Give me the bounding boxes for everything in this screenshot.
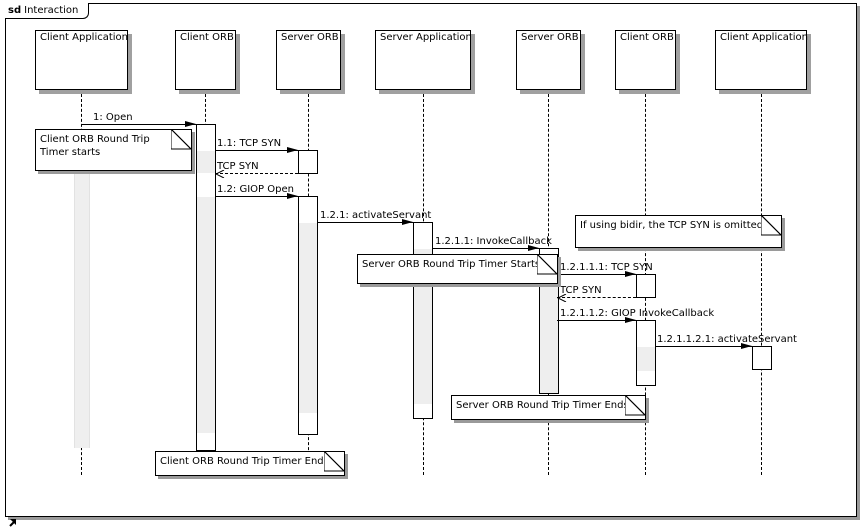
activation-client-orb-2-a[interactable] (636, 274, 656, 298)
activation-shade (197, 197, 215, 433)
shortcut-arrow-icon[interactable] (9, 518, 17, 530)
note-fold-icon (324, 451, 345, 472)
activation-shade (299, 223, 317, 413)
note-server-orb-timer-starts[interactable]: Server ORB Round Trip Timer Starts (357, 254, 558, 284)
open-arrowhead-icon (215, 170, 225, 178)
lifeline-label: Server ORB (281, 32, 339, 43)
note-fold-icon (537, 254, 558, 275)
message-tcp-syn-return-2[interactable] (557, 294, 636, 302)
arrowhead-icon (528, 245, 539, 251)
arrowhead-icon (402, 219, 413, 225)
lifeline-label: Client Application (720, 32, 809, 43)
note-fold-icon (761, 215, 782, 236)
note-client-orb-timer-starts[interactable]: Client ORB Round Trip Timer starts (35, 129, 192, 171)
activation-client-orb-1[interactable] (196, 124, 216, 451)
lifeline-label: Client Application (40, 32, 129, 43)
lifeline-label: Server Application (380, 32, 472, 43)
lifeline-label: Client ORB (180, 32, 234, 43)
message-tcp-syn-1[interactable] (215, 147, 298, 153)
activation-shade (197, 151, 215, 173)
message-label-giop-open: 1.2: GIOP Open (217, 184, 294, 195)
message-tcp-syn-2[interactable] (557, 271, 636, 277)
arrowhead-icon (287, 147, 298, 153)
note-server-orb-timer-ends[interactable]: Server ORB Round Trip Timer Ends (451, 395, 646, 420)
message-label-tcp-syn-return-2: TCP SYN (560, 285, 602, 296)
arrowhead-icon (185, 121, 196, 127)
arrowhead-icon (625, 271, 636, 277)
lifeline-label: Server ORB (521, 32, 579, 43)
arrowhead-icon (287, 193, 298, 199)
frame-name: Interaction (24, 5, 79, 16)
message-label-activate-servant-1: 1.2.1: activateServant (320, 210, 432, 221)
lifeline-label: Client ORB (620, 32, 674, 43)
message-label-open: 1: Open (93, 112, 133, 123)
note-text: Server ORB Round Trip Timer Ends (456, 400, 629, 411)
note-text: Client ORB Round Trip Timer starts (40, 134, 150, 158)
message-tcp-syn-return-1[interactable] (215, 170, 298, 178)
activation-server-orb-1-a[interactable] (298, 150, 318, 174)
note-fold-icon (625, 395, 646, 416)
message-giop-invoke-callback[interactable] (557, 317, 636, 323)
note-text: Server ORB Round Trip Timer Starts (362, 259, 541, 270)
message-activate-servant-2[interactable] (655, 343, 752, 349)
activation-shade (540, 275, 558, 393)
activation-shade (414, 249, 432, 404)
activation-server-orb-2[interactable] (539, 248, 559, 394)
message-label-tcp-syn-1: 1.1: TCP SYN (217, 138, 282, 149)
arrowhead-icon (625, 317, 636, 323)
lifeline-head-client-orb-2[interactable]: Client ORB (615, 30, 676, 90)
arrowhead-icon (741, 343, 752, 349)
message-label-activate-servant-2: 1.2.1.1.2.1: activateServant (657, 334, 797, 345)
message-open[interactable] (81, 121, 196, 127)
note-text: If using bidir, the TCP SYN is omitted. (580, 220, 767, 231)
ghost-activation-bar (74, 174, 90, 448)
lifeline-head-client-application-2[interactable]: Client Application (715, 30, 809, 90)
activation-server-application[interactable] (413, 222, 433, 419)
open-arrowhead-icon (557, 294, 567, 302)
message-giop-open[interactable] (215, 193, 298, 199)
lifeline-head-server-orb-2[interactable]: Server ORB (516, 30, 581, 90)
activation-client-orb-2-b[interactable] (636, 320, 656, 386)
message-activate-servant-1[interactable] (317, 219, 413, 225)
lifeline-head-client-application-1[interactable]: Client Application (35, 30, 128, 90)
message-label-tcp-syn-2: 1.2.1.1.1: TCP SYN (560, 262, 653, 273)
message-label-giop-invoke-callback: 1.2.1.1.2: GIOP InvokeCallback (560, 308, 715, 319)
note-bidir[interactable]: If using bidir, the TCP SYN is omitted. (575, 215, 782, 248)
activation-client-application-2[interactable] (752, 346, 772, 370)
activation-server-orb-1-b[interactable] (298, 196, 318, 435)
note-client-orb-timer-ends[interactable]: Client ORB Round Trip Timer Ends (155, 451, 345, 476)
lifeline-head-server-application[interactable]: Server Application (375, 30, 472, 90)
note-fold-icon (171, 129, 192, 150)
message-invoke-callback[interactable] (432, 245, 539, 251)
frame-keyword: sd (8, 5, 22, 16)
note-text: Client ORB Round Trip Timer Ends (160, 456, 329, 467)
message-label-invoke-callback: 1.2.1.1: InvokeCallback (435, 236, 552, 247)
message-label-tcp-syn-return-1: TCP SYN (217, 161, 259, 172)
lifeline-head-client-orb-1[interactable]: Client ORB (175, 30, 236, 90)
lifeline-head-server-orb-1[interactable]: Server ORB (276, 30, 341, 90)
activation-shade (637, 347, 655, 371)
lifeline-line-client-application-2 (761, 89, 762, 475)
